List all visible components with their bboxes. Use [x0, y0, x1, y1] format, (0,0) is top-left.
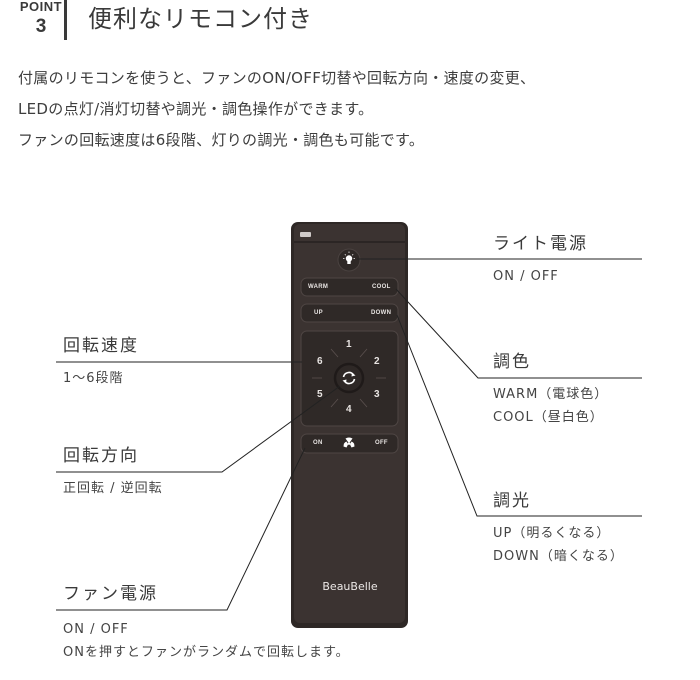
- leader-lines: [56, 258, 642, 611]
- remote-control: [291, 222, 408, 628]
- fan-on-button[interactable]: ON: [313, 440, 323, 446]
- up-button[interactable]: UP: [314, 310, 323, 316]
- warm-button[interactable]: WARM: [308, 284, 329, 290]
- speed-6-button[interactable]: 6: [317, 356, 323, 367]
- callout-fan-power-desc: ON / OFF ONを押すとファンがランダムで回転します。: [63, 622, 350, 660]
- light-power-button[interactable]: [337, 248, 361, 272]
- brand-logo: BeauBelle: [322, 580, 378, 593]
- callout-direction-title: 回転方向: [63, 446, 139, 466]
- speed-1-button[interactable]: 1: [346, 339, 352, 350]
- callout-light-power-desc: ON / OFF: [493, 269, 559, 284]
- intro-text: 付属のリモコンを使うと、ファンのON/OFF切替や回転方向・速度の変更、 LED…: [18, 63, 535, 156]
- lightbulb-icon: [345, 255, 353, 262]
- point-badge: POINT 3: [18, 0, 64, 39]
- speed-3-button[interactable]: 3: [374, 389, 380, 400]
- point-number: 3: [35, 16, 47, 37]
- fan-button-bar[interactable]: [300, 433, 399, 454]
- intro-line: ファンの回転速度は6段階、灯りの調光・調色も可能です。: [18, 131, 425, 149]
- leader-direction: [56, 385, 341, 473]
- led-indicator: [300, 232, 311, 237]
- speed-dial[interactable]: [300, 330, 399, 427]
- callout-dimming-title: 調光: [493, 491, 531, 511]
- fan-off-button[interactable]: OFF: [375, 440, 388, 446]
- callout-light-power-title: ライト電源: [493, 234, 588, 254]
- speed-4-button[interactable]: 4: [346, 404, 352, 415]
- page-title: 便利なリモコン付き: [88, 5, 313, 33]
- callout-color-title: 調色: [493, 352, 531, 372]
- leader-fan-power: [56, 447, 306, 611]
- intro-line: 付属のリモコンを使うと、ファンのON/OFF切替や回転方向・速度の変更、: [18, 69, 536, 87]
- cool-button[interactable]: COOL: [372, 284, 391, 290]
- speed-2-button[interactable]: 2: [374, 356, 380, 367]
- leader-dimming: [396, 314, 642, 517]
- dim-button-bar[interactable]: [300, 303, 399, 323]
- callout-speed-title: 回転速度: [63, 336, 139, 356]
- callout-dimming-desc: UP（明るくなる） DOWN（暗くなる）: [493, 526, 624, 564]
- speed-5-button[interactable]: 5: [317, 389, 323, 400]
- fan-icon: [343, 437, 355, 448]
- color-button-bar[interactable]: [300, 277, 399, 297]
- callout-fan-power-title: ファン電源: [63, 584, 158, 604]
- down-button[interactable]: DOWN: [371, 310, 392, 316]
- callout-direction-desc: 正回転 / 逆回転: [63, 481, 163, 496]
- leader-color: [395, 288, 642, 379]
- callout-speed-desc: 1〜6段階: [63, 371, 124, 386]
- point-label: POINT: [19, 0, 63, 14]
- callout-color-desc: WARM（電球色） COOL（昼白色）: [493, 387, 609, 425]
- intro-line: LEDの点灯/消灯切替や調光・調色操作ができます。: [18, 100, 374, 118]
- heading-divider: [64, 0, 67, 40]
